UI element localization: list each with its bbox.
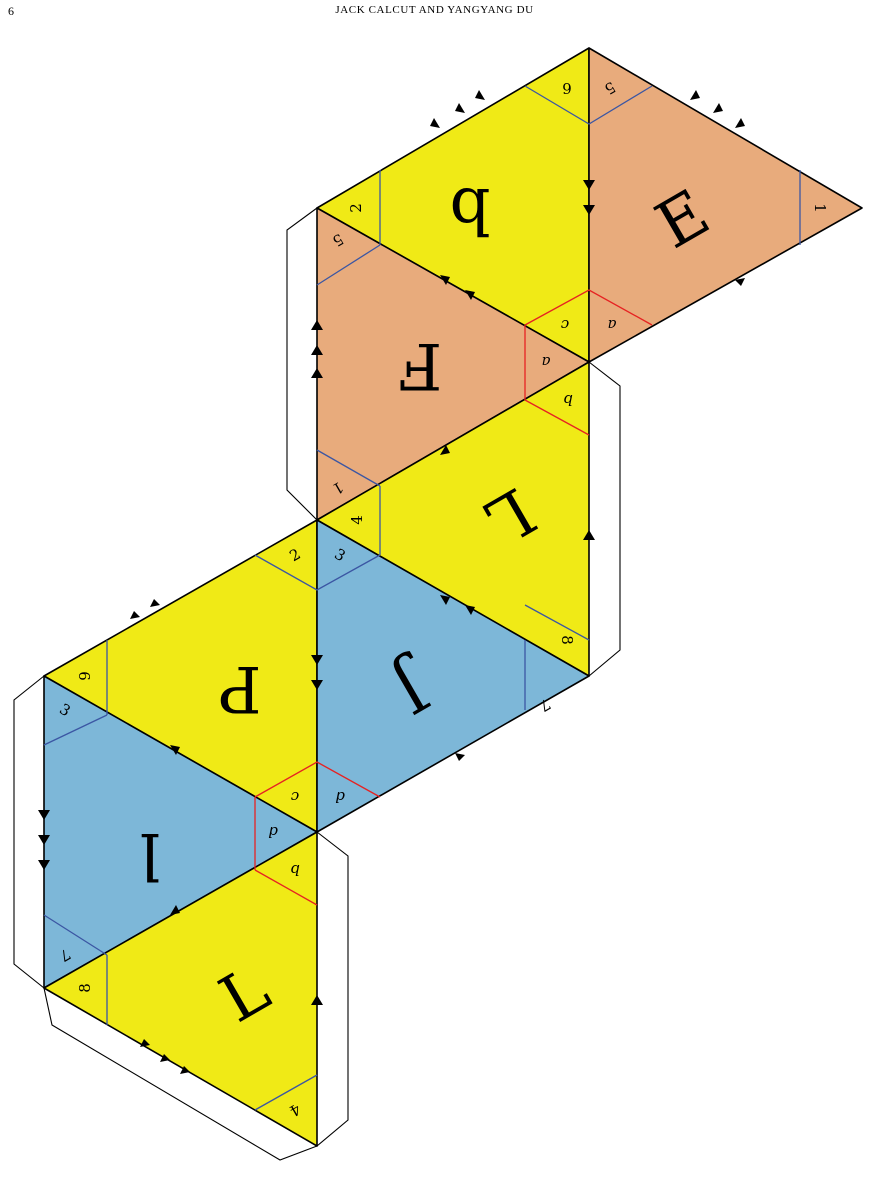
face-j (316, 519, 590, 833)
glue-tab-right-upper (588, 361, 621, 677)
face-l-lower (43, 831, 318, 1147)
glue-tab-bottom (43, 987, 318, 1161)
edge-letter: a (542, 353, 551, 371)
page-number: 6 (8, 4, 14, 18)
edge-label: 8 (558, 635, 576, 645)
red-cut-lines (254, 289, 653, 906)
blue-cut-lines (43, 85, 801, 1111)
edge-letter: a (608, 316, 617, 334)
edge-label: 4 (348, 515, 366, 525)
glue-tab-left-lower (13, 675, 45, 989)
face-letter-p: P (218, 651, 261, 725)
edge-letter: c (290, 788, 299, 806)
edge-label: 1 (811, 203, 829, 213)
face-letter-f: F (398, 328, 442, 402)
edge-label: 2 (347, 203, 365, 213)
edge-letter: d (335, 788, 345, 806)
edge-letter: b (563, 391, 573, 409)
running-head: JACK CALCUT AND YANGYANG DU (335, 4, 534, 16)
glue-tab-left-upper (286, 207, 318, 521)
edge-label: 8 (76, 983, 94, 993)
edge-letter: d (268, 823, 278, 841)
face-letter-b: b (450, 173, 491, 247)
edge-letter: c (560, 316, 569, 334)
edge-letter: b (290, 861, 300, 879)
face-letter-l-small: l (140, 818, 160, 892)
edge-arrows (38, 90, 745, 1074)
glue-tab-right-lower (316, 831, 349, 1147)
edge-label: 9 (76, 671, 94, 681)
edge-label: 6 (562, 79, 572, 97)
